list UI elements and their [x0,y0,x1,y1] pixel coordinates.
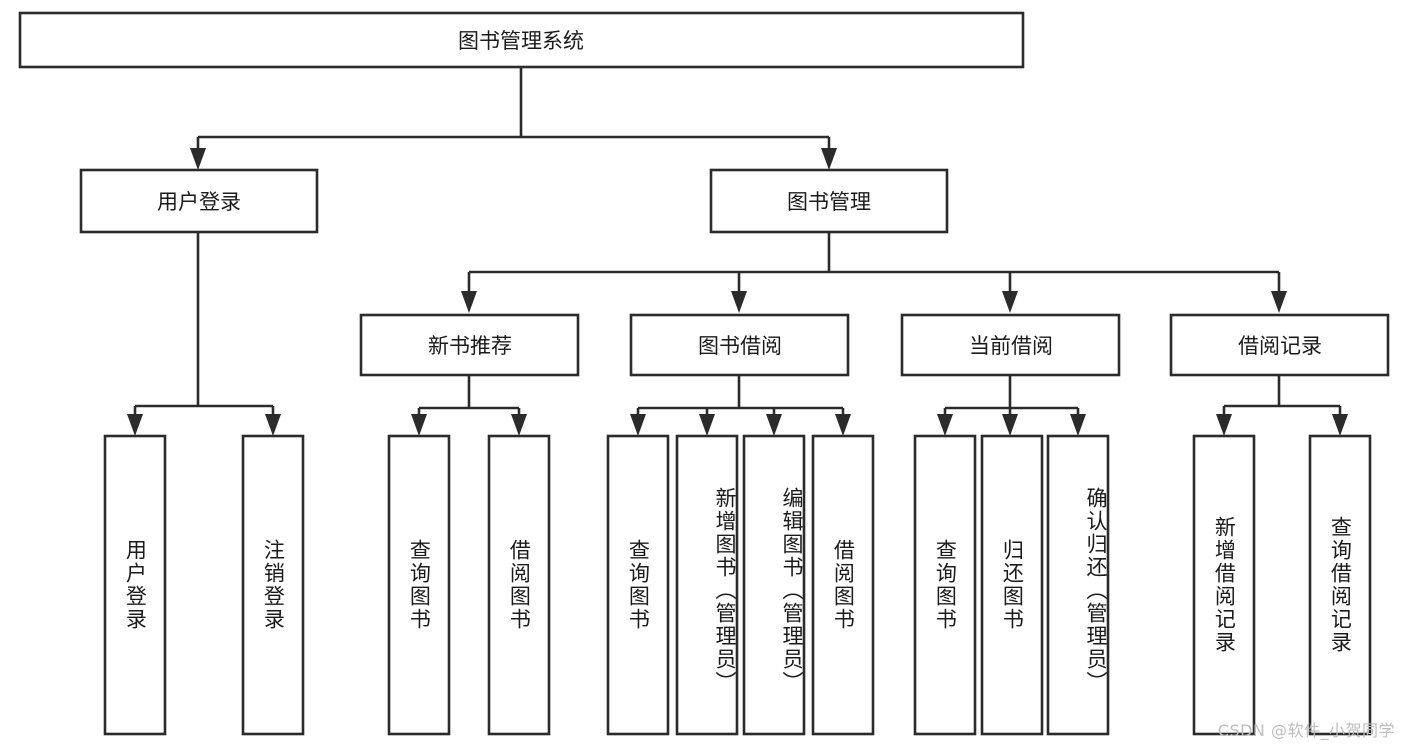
node-user-login-box[interactable] [79,168,319,234]
arrow-head-new-book-recommend [461,291,477,313]
node-leaf-query-book-3-box[interactable] [913,434,977,736]
arrow-head-leaf-borrow-book-2 [835,414,851,436]
arrow-head-leaf-add-book [699,414,715,436]
arrow-head-leaf-query-book-3 [937,414,953,436]
arrow-head-leaf-query-book-2 [630,414,646,436]
arrow-head-leaf-return-book [1002,414,1018,436]
node-root[interactable]: 图书管理系统 [18,11,1025,69]
node-current-borrow-box[interactable] [900,313,1121,377]
node-new-book-recommend-label: 新书推荐 [428,334,512,358]
arrow-head-book-manage [821,148,837,170]
node-leaf-query-record-box[interactable] [1308,434,1372,736]
node-leaf-add-record-box[interactable] [1192,434,1256,736]
arrow-head-leaf-edit-book [766,414,782,436]
node-new-book-recommend[interactable]: 新书推荐 [359,313,580,377]
node-leaf-query-book-1-box[interactable] [387,434,451,736]
node-book-borrow-label: 图书借阅 [698,334,782,358]
arrow-head-borrow-record [1271,291,1287,313]
arrow-head-leaf-query-record [1332,414,1348,436]
node-book-borrow[interactable]: 图书借阅 [629,313,850,377]
node-borrow-record-box[interactable] [1169,313,1390,377]
node-root-label: 图书管理系统 [458,29,584,53]
node-new-book-recommend-box[interactable] [359,313,580,377]
connector-group-book-borrow [630,375,851,436]
node-leaf-borrow-book-2-box[interactable] [811,434,875,736]
node-leaf-return-book-box[interactable] [980,434,1044,736]
arrow-head-leaf-query-book-1 [411,414,427,436]
arrow-head-leaf-add-record [1216,414,1232,436]
node-root-box[interactable] [18,11,1025,69]
arrow-head-user-login [190,148,206,170]
node-current-borrow[interactable]: 当前借阅 [900,313,1121,377]
node-leaf-user-logout-box[interactable] [241,434,305,736]
connector-group-current-borrow [937,375,1086,436]
connector-group-root [190,67,837,170]
node-user-login-label: 用户登录 [157,190,241,214]
connector-group-new-book-recommend [411,375,527,436]
arrow-head-leaf-borrow-book-1 [511,414,527,436]
node-borrow-record-label: 借阅记录 [1238,334,1322,358]
node-user-login[interactable]: 用户登录 [79,168,319,234]
node-borrow-record[interactable]: 借阅记录 [1169,313,1390,377]
node-leaf-add-book-box[interactable] [675,434,739,736]
node-book-manage[interactable]: 图书管理 [709,168,949,234]
node-leaf-query-book-2-box[interactable] [606,434,670,736]
arrow-head-current-borrow [1002,291,1018,313]
arrow-head-leaf-user-logout [265,414,281,436]
node-book-borrow-box[interactable] [629,313,850,377]
connector-group-book-manage [461,232,1287,313]
arrow-head-leaf-user-login [127,414,143,436]
arrow-head-leaf-confirm-return [1070,414,1086,436]
node-leaf-edit-book-box[interactable] [742,434,806,736]
node-leaf-borrow-book-1-box[interactable] [487,434,551,736]
node-current-borrow-label: 当前借阅 [969,334,1053,358]
connector-group-borrow-record [1216,375,1348,436]
node-book-manage-label: 图书管理 [787,190,871,214]
node-leaf-confirm-return-box[interactable] [1046,434,1110,736]
node-leaf-user-login-box[interactable] [103,434,167,736]
csdn-watermark: CSDN @软件_小贺同学 [1217,721,1395,740]
arrow-head-book-borrow [731,291,747,313]
node-book-manage-box[interactable] [709,168,949,234]
connector-group-user-login [127,232,281,436]
